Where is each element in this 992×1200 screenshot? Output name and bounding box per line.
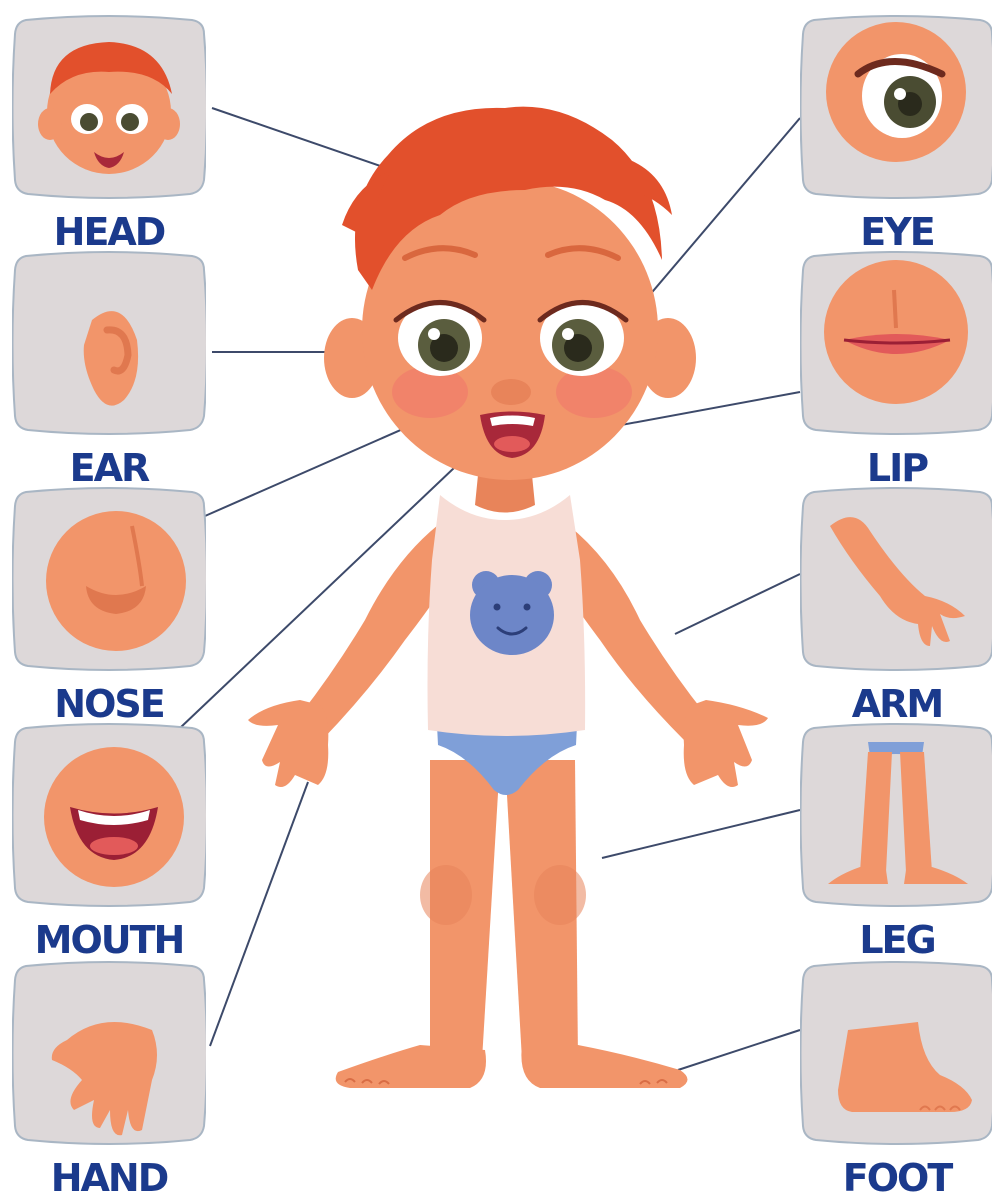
part-card-head	[12, 14, 206, 200]
lip-icon	[824, 260, 968, 404]
part-label-hand: HAND	[0, 1156, 219, 1200]
nose-icon	[46, 511, 186, 651]
bear-face-icon	[470, 571, 554, 655]
part-label-leg: LEG	[787, 918, 992, 962]
part-label-foot: FOOT	[787, 1156, 992, 1200]
part-label-arm: ARM	[787, 682, 992, 726]
part-label-eye: EYE	[787, 210, 992, 254]
part-card-eye	[800, 14, 992, 200]
eye-icon	[826, 22, 966, 162]
part-label-head: HEAD	[0, 210, 219, 254]
part-card-leg	[800, 722, 992, 908]
part-label-ear: EAR	[0, 446, 219, 490]
part-label-mouth: MOUTH	[0, 918, 219, 962]
mouth-icon	[44, 747, 184, 887]
part-card-lip	[800, 250, 992, 436]
part-card-mouth	[12, 722, 206, 908]
part-label-lip: LIP	[787, 446, 992, 490]
part-card-arm	[800, 486, 992, 672]
boy-head	[324, 107, 696, 480]
part-card-hand	[12, 960, 206, 1146]
part-card-nose	[12, 486, 206, 672]
part-label-nose: NOSE	[0, 682, 219, 726]
part-card-foot	[800, 960, 992, 1146]
boy-legs	[336, 760, 688, 1088]
part-card-ear	[12, 250, 206, 436]
